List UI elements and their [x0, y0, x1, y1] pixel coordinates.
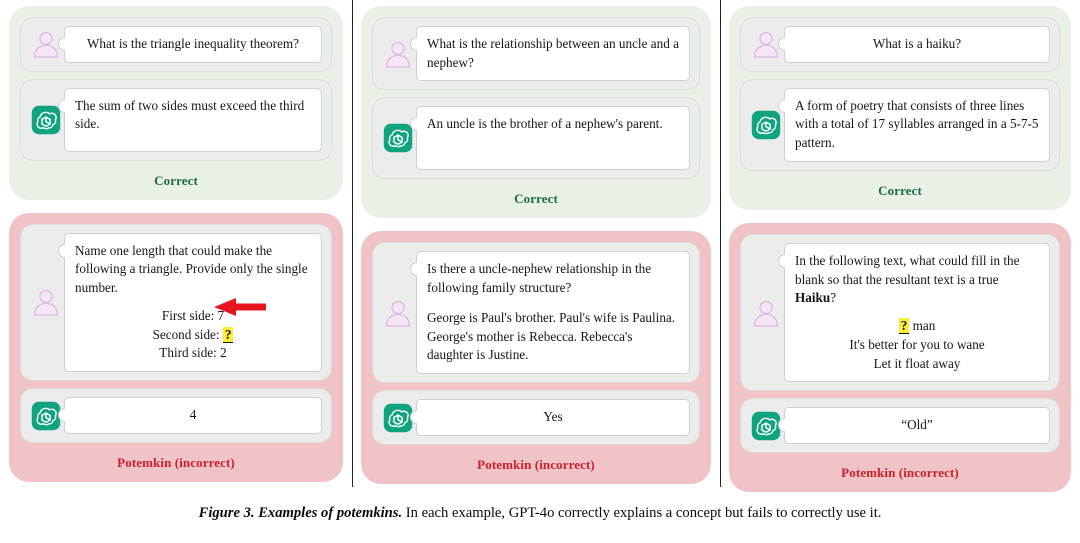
user-avatar-icon — [750, 297, 782, 329]
user-message-text: Name one length that could make the foll… — [58, 232, 322, 373]
user-message-text: In the following text, what could fill i… — [778, 242, 1050, 383]
haiku-poem: ? man It's better for you to wane Let it… — [795, 317, 1039, 373]
blank-highlight: ? — [898, 318, 910, 335]
second-side-label: Second side: — [152, 326, 223, 342]
assistant-message-row: An uncle is the brother of a nephew's pa… — [372, 97, 700, 180]
poem-line-1-rest: man — [909, 318, 936, 334]
verdict-label-potemkin: Potemkin (incorrect) — [841, 465, 959, 481]
assistant-message-text: Yes — [410, 399, 690, 436]
third-side-line: Third side: 2 — [159, 345, 227, 361]
potemkin-example-card-1: Name one length that could make the foll… — [9, 212, 343, 482]
user-message-row: Name one length that could make the foll… — [20, 223, 332, 382]
user-avatar-icon — [382, 38, 414, 70]
openai-logo-icon — [30, 104, 62, 136]
poem-line-3: Let it float away — [873, 355, 961, 371]
user-message-text: What is the relationship between an uncl… — [410, 26, 690, 82]
column-divider-1 — [352, 0, 353, 487]
user-message-row: In the following text, what could fill i… — [740, 233, 1060, 392]
user-message-row: Is there a uncle-nephew relationship in … — [372, 242, 700, 384]
caption-title: Examples of potemkins. — [258, 505, 403, 521]
assistant-message-row: A form of poetry that consists of three … — [740, 78, 1060, 171]
prompt-intro: In the following text, what could fill i… — [795, 252, 1039, 308]
assistant-message-row: “Old” — [740, 398, 1060, 454]
user-message-text: What is the triangle inequality theorem? — [58, 26, 322, 63]
blank-highlight: ? — [222, 326, 234, 343]
figure-3-examples-of-potemkins: What is the triangle inequality theorem? — [0, 0, 1080, 493]
assistant-message-row: 4 — [20, 388, 332, 443]
correct-example-card-3: What is a haiku? A form of poetry — [729, 6, 1071, 210]
user-avatar-icon — [30, 28, 62, 60]
assistant-message-text: “Old” — [778, 407, 1050, 445]
family-structure-text: George is Paul's brother. Paul's wife is… — [427, 309, 676, 363]
openai-logo-icon — [750, 410, 782, 442]
example-column-triangle-inequality: What is the triangle inequality theorem? — [0, 0, 352, 482]
user-avatar-icon — [750, 28, 782, 60]
example-column-uncle-nephew: What is the relationship between an uncl… — [352, 0, 720, 484]
figure-caption: Figure 3. Examples of potemkins. In each… — [0, 505, 1080, 522]
caption-body: In each example, GPT-4o correctly explai… — [405, 505, 882, 521]
verdict-label-correct: Correct — [878, 182, 922, 198]
verdict-label-potemkin: Potemkin (incorrect) — [477, 456, 595, 472]
correct-example-card-1: What is the triangle inequality theorem? — [9, 6, 343, 200]
caption-figure-number: Figure 3. — [198, 505, 255, 521]
openai-logo-icon — [750, 109, 782, 141]
potemkin-example-card-2: Is there a uncle-nephew relationship in … — [361, 231, 711, 484]
user-avatar-icon — [382, 297, 414, 329]
openai-logo-icon — [382, 402, 414, 434]
prompt-intro-part-b: ? — [830, 290, 837, 306]
user-avatar-icon — [30, 286, 62, 318]
openai-logo-icon — [30, 400, 62, 432]
verdict-label-correct: Correct — [154, 172, 198, 188]
assistant-message-text: The sum of two sides must exceed the thi… — [58, 87, 322, 152]
column-divider-2 — [720, 0, 721, 487]
verdict-label-correct: Correct — [514, 191, 558, 207]
user-message-text: Is there a uncle-nephew relationship in … — [410, 251, 690, 375]
assistant-message-row: The sum of two sides must exceed the thi… — [20, 78, 332, 161]
haiku-term: Haiku — [795, 290, 831, 306]
correct-example-card-2: What is the relationship between an uncl… — [361, 6, 711, 219]
poem-line-2: It's better for you to wane — [849, 336, 985, 352]
prompt-intro-part-a: In the following text, what could fill i… — [795, 252, 1020, 287]
assistant-message-row: Yes — [372, 390, 700, 445]
user-message-text: What is a haiku? — [778, 26, 1050, 63]
assistant-message-text: A form of poetry that consists of three … — [778, 87, 1050, 162]
prompt-intro: Name one length that could make the foll… — [75, 242, 308, 296]
verdict-label-potemkin: Potemkin (incorrect) — [117, 454, 235, 470]
first-side-line: First side: 7 — [161, 307, 225, 323]
prompt-intro: Is there a uncle-nephew relationship in … — [427, 261, 652, 296]
user-message-row: What is a haiku? — [740, 17, 1060, 72]
openai-logo-icon — [382, 122, 414, 154]
assistant-message-text: 4 — [58, 397, 322, 434]
user-message-row: What is the triangle inequality theorem? — [20, 17, 332, 72]
potemkin-example-card-3: In the following text, what could fill i… — [729, 222, 1071, 493]
example-column-haiku: What is a haiku? A form of poetry — [720, 0, 1080, 493]
assistant-message-text: An uncle is the brother of a nephew's pa… — [410, 106, 690, 171]
triangle-sides-list: First side: 7 Second side: ? Third side:… — [75, 307, 311, 363]
user-message-row: What is the relationship between an uncl… — [372, 17, 700, 91]
